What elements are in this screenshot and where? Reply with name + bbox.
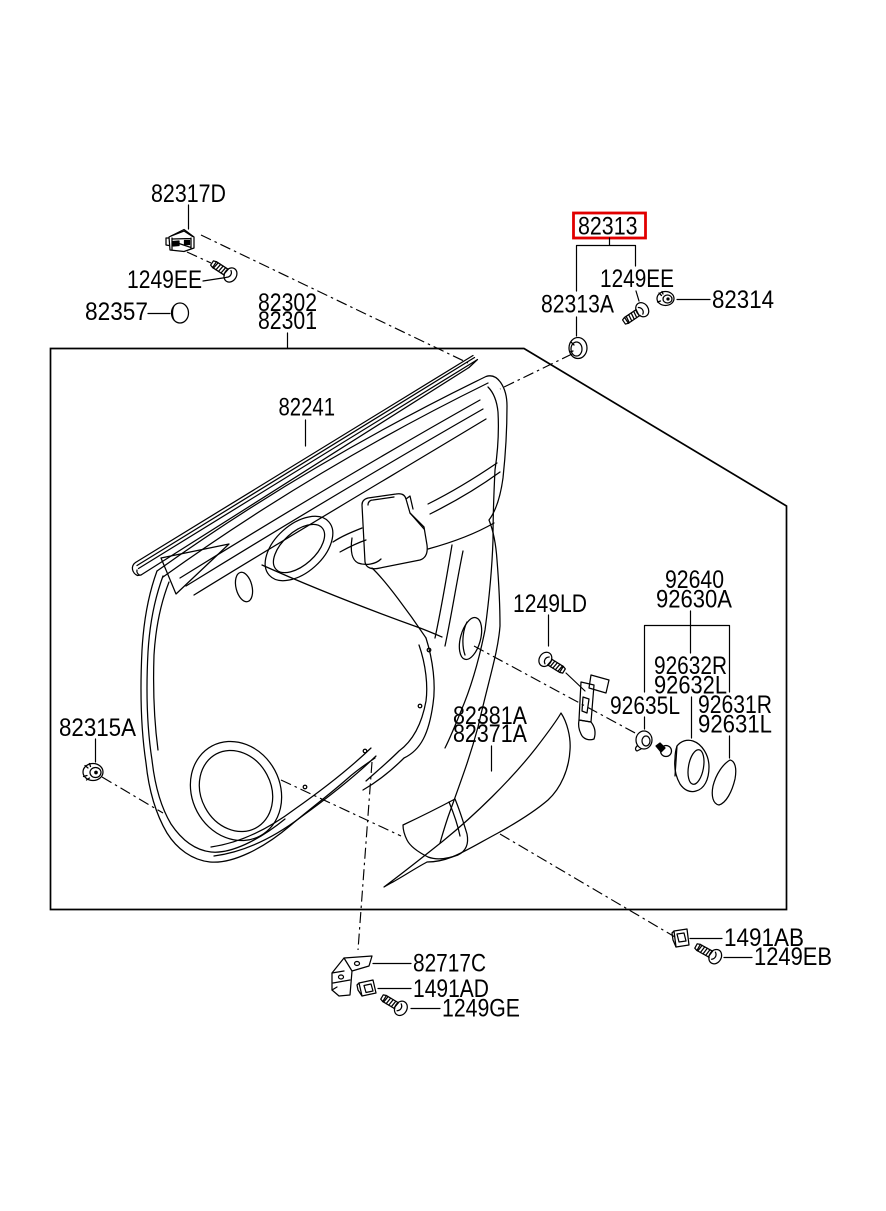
svg-text:82315A: 82315A xyxy=(59,714,136,742)
svg-text:82313: 82313 xyxy=(578,212,638,240)
svg-text:1249EE: 1249EE xyxy=(600,265,674,293)
svg-text:1249LD: 1249LD xyxy=(513,590,587,618)
svg-text:92631L: 92631L xyxy=(698,711,772,739)
svg-text:92632R: 92632R xyxy=(654,652,727,680)
svg-text:1491AD: 1491AD xyxy=(413,975,489,1003)
svg-text:82313A: 82313A xyxy=(541,291,614,319)
svg-text:82241: 82241 xyxy=(279,394,336,422)
svg-text:82717C: 82717C xyxy=(413,950,486,978)
svg-text:92632L: 92632L xyxy=(654,672,727,700)
svg-text:82317D: 82317D xyxy=(151,180,226,208)
svg-text:92631R: 92631R xyxy=(698,691,772,719)
svg-text:92640: 92640 xyxy=(665,566,724,594)
svg-text:1249GE: 1249GE xyxy=(442,995,520,1023)
svg-text:82371A: 82371A xyxy=(453,720,527,748)
svg-text:1491AB: 1491AB xyxy=(724,924,804,952)
svg-text:82302: 82302 xyxy=(258,289,317,317)
svg-text:82314: 82314 xyxy=(712,286,774,314)
svg-text:92630A: 92630A xyxy=(656,586,732,614)
svg-text:1249EE: 1249EE xyxy=(127,266,202,294)
svg-text:82301: 82301 xyxy=(258,307,317,335)
svg-text:82357: 82357 xyxy=(85,298,148,326)
svg-text:1249EB: 1249EB xyxy=(754,943,832,971)
svg-text:92635L: 92635L xyxy=(610,692,680,720)
svg-text:82381A: 82381A xyxy=(453,702,527,730)
